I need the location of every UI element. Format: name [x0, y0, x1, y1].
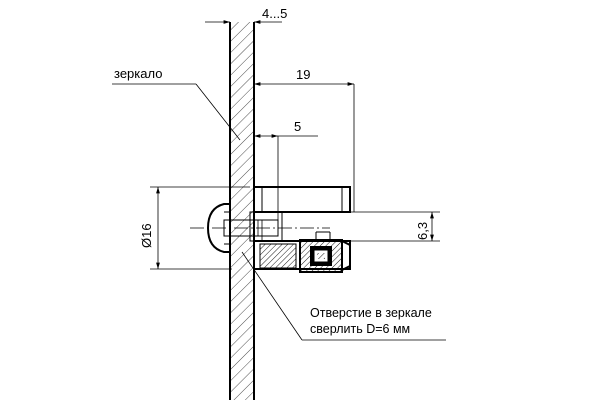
diameter-text: Ø16: [139, 223, 154, 248]
hole-note-leader: Отверстие в зеркале сверлить D=6 мм: [241, 251, 446, 341]
screw-head: [206, 203, 230, 253]
rubber-insert: [299, 239, 343, 273]
height-6-3-text: 6,3: [415, 222, 430, 240]
glass-fitting-assembly: [206, 186, 351, 273]
hole-note-line2: сверлить D=6 мм: [310, 322, 410, 336]
length-5-dimension: 5: [253, 119, 318, 222]
thickness-dimension-text: 4...5: [262, 6, 287, 21]
screw-shank: [223, 219, 279, 237]
holder-hatched-section: [260, 244, 296, 268]
mirror-label: зеркало: [114, 66, 162, 81]
holder-cylinder-top: [253, 186, 351, 213]
diameter-dimension: Ø16: [139, 186, 250, 270]
thickness-dimension: 4...5: [205, 6, 287, 24]
length-5-text: 5: [294, 119, 301, 134]
mirror-leader: зеркало: [112, 66, 241, 141]
height-6-3-dimension: 6,3: [282, 211, 440, 242]
length-19-dimension: 19: [253, 67, 355, 212]
cylinder-shoulder: [249, 211, 283, 242]
mirror-glass-panel: [229, 22, 255, 400]
end-cap: [341, 240, 351, 271]
hole-note-line1: Отверстие в зеркале: [310, 306, 432, 320]
length-19-text: 19: [296, 67, 310, 82]
